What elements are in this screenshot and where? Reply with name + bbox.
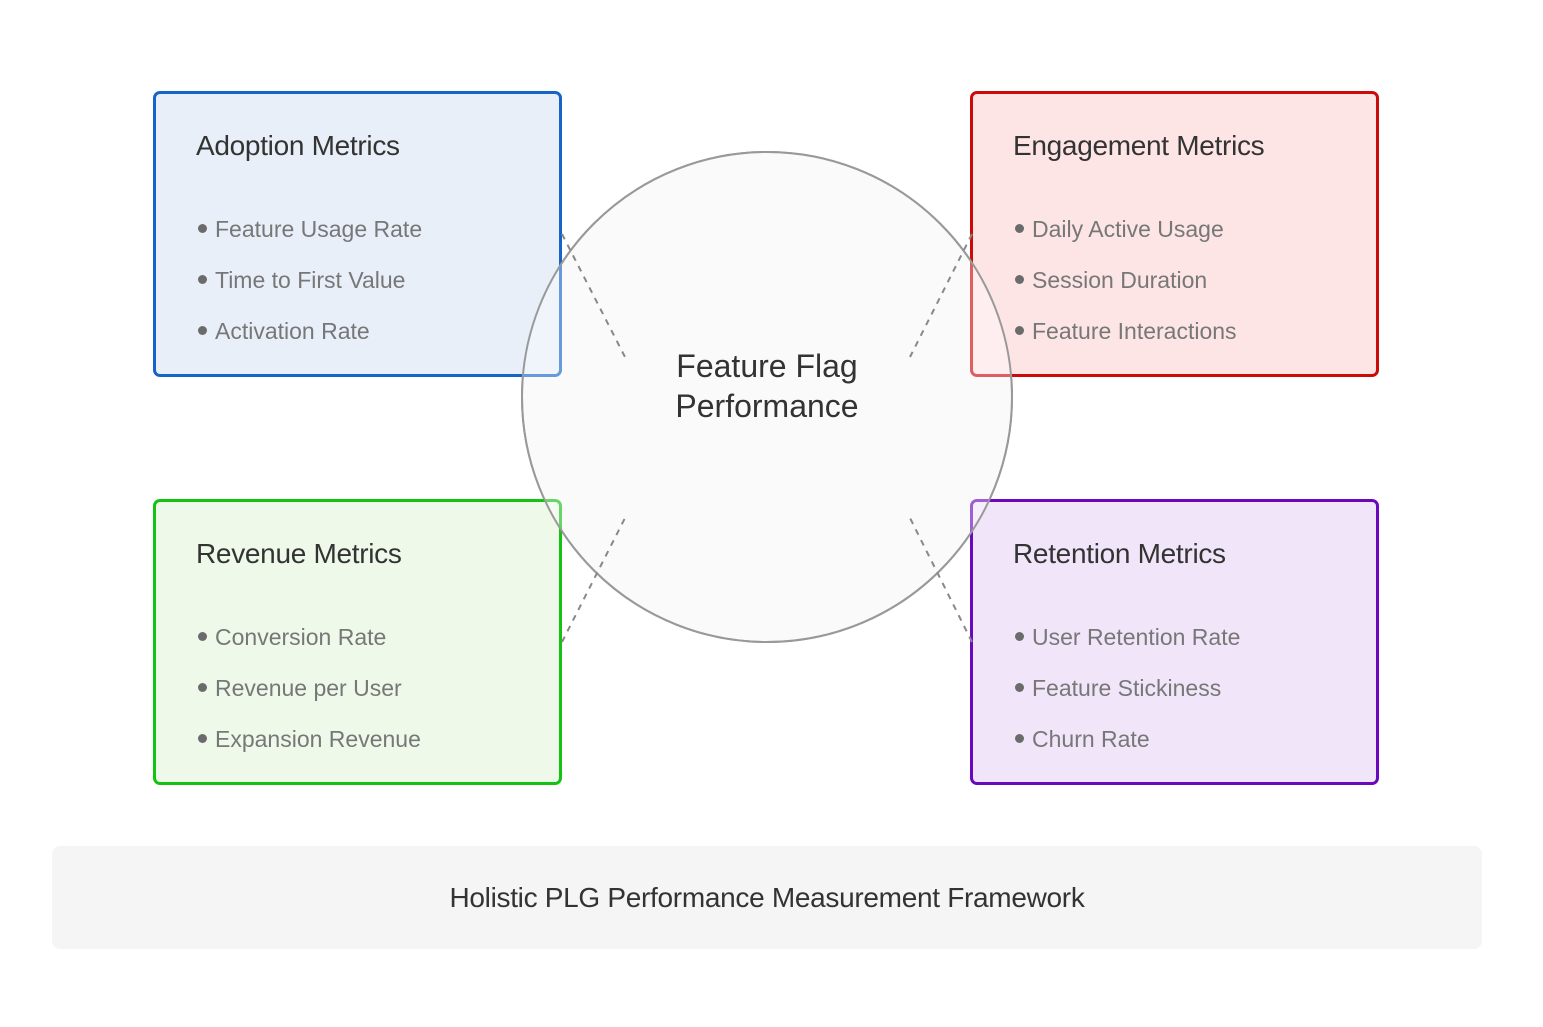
list-item: Conversion Rate	[196, 622, 421, 673]
metric-label: Revenue per User	[215, 675, 402, 701]
metric-label: Time to First Value	[215, 267, 406, 293]
footer-banner: Holistic PLG Performance Measurement Fra…	[52, 846, 1482, 949]
retention-metrics-title: Retention Metrics	[1013, 538, 1226, 569]
list-item: Activation Rate	[196, 316, 422, 367]
center-label-line-2: Performance	[675, 388, 859, 424]
retention-metrics-list: User Retention Rate Feature Stickiness C…	[1013, 622, 1240, 775]
bullet-icon	[198, 275, 207, 284]
list-item: Churn Rate	[1013, 724, 1240, 775]
metric-label: Activation Rate	[215, 318, 370, 344]
list-item: Time to First Value	[196, 265, 422, 316]
engagement-metrics-box: Engagement Metrics Daily Active Usage Se…	[970, 91, 1379, 377]
revenue-metrics-title: Revenue Metrics	[196, 538, 402, 569]
metric-label: User Retention Rate	[1032, 624, 1241, 650]
retention-metrics-box: Retention Metrics User Retention Rate Fe…	[970, 499, 1379, 785]
bullet-icon	[198, 683, 207, 692]
bullet-icon	[1015, 734, 1024, 743]
list-item: User Retention Rate	[1013, 622, 1240, 673]
bullet-icon	[1015, 224, 1024, 233]
bullet-icon	[1015, 326, 1024, 335]
metric-label: Session Duration	[1032, 267, 1208, 293]
list-item: Expansion Revenue	[196, 724, 421, 775]
metric-label: Feature Interactions	[1032, 318, 1237, 344]
bullet-icon	[1015, 275, 1024, 284]
revenue-metrics-list: Conversion Rate Revenue per User Expansi…	[196, 622, 421, 775]
metric-label: Feature Usage Rate	[215, 216, 423, 242]
bullet-icon	[198, 734, 207, 743]
metric-label: Expansion Revenue	[215, 726, 421, 752]
adoption-metrics-box: Adoption Metrics Feature Usage Rate Time…	[153, 91, 562, 377]
engagement-metrics-list: Daily Active Usage Session Duration Feat…	[1013, 214, 1237, 367]
adoption-metrics-list: Feature Usage Rate Time to First Value A…	[196, 214, 422, 367]
bullet-icon	[198, 224, 207, 233]
metric-label: Daily Active Usage	[1032, 216, 1224, 242]
bullet-icon	[1015, 632, 1024, 641]
adoption-metrics-title: Adoption Metrics	[196, 130, 400, 161]
bullet-icon	[198, 326, 207, 335]
metric-label: Feature Stickiness	[1032, 675, 1222, 701]
list-item: Feature Stickiness	[1013, 673, 1240, 724]
metric-label: Churn Rate	[1032, 726, 1150, 752]
bullet-icon	[1015, 683, 1024, 692]
revenue-metrics-box: Revenue Metrics Conversion Rate Revenue …	[153, 499, 562, 785]
list-item: Feature Interactions	[1013, 316, 1237, 367]
center-label: Feature Flag Performance	[617, 346, 917, 426]
metric-label: Conversion Rate	[215, 624, 387, 650]
engagement-metrics-title: Engagement Metrics	[1013, 130, 1265, 161]
center-label-line-1: Feature Flag	[676, 348, 858, 384]
list-item: Daily Active Usage	[1013, 214, 1237, 265]
list-item: Session Duration	[1013, 265, 1237, 316]
list-item: Feature Usage Rate	[196, 214, 422, 265]
bullet-icon	[198, 632, 207, 641]
list-item: Revenue per User	[196, 673, 421, 724]
footer-text: Holistic PLG Performance Measurement Fra…	[449, 881, 1085, 913]
